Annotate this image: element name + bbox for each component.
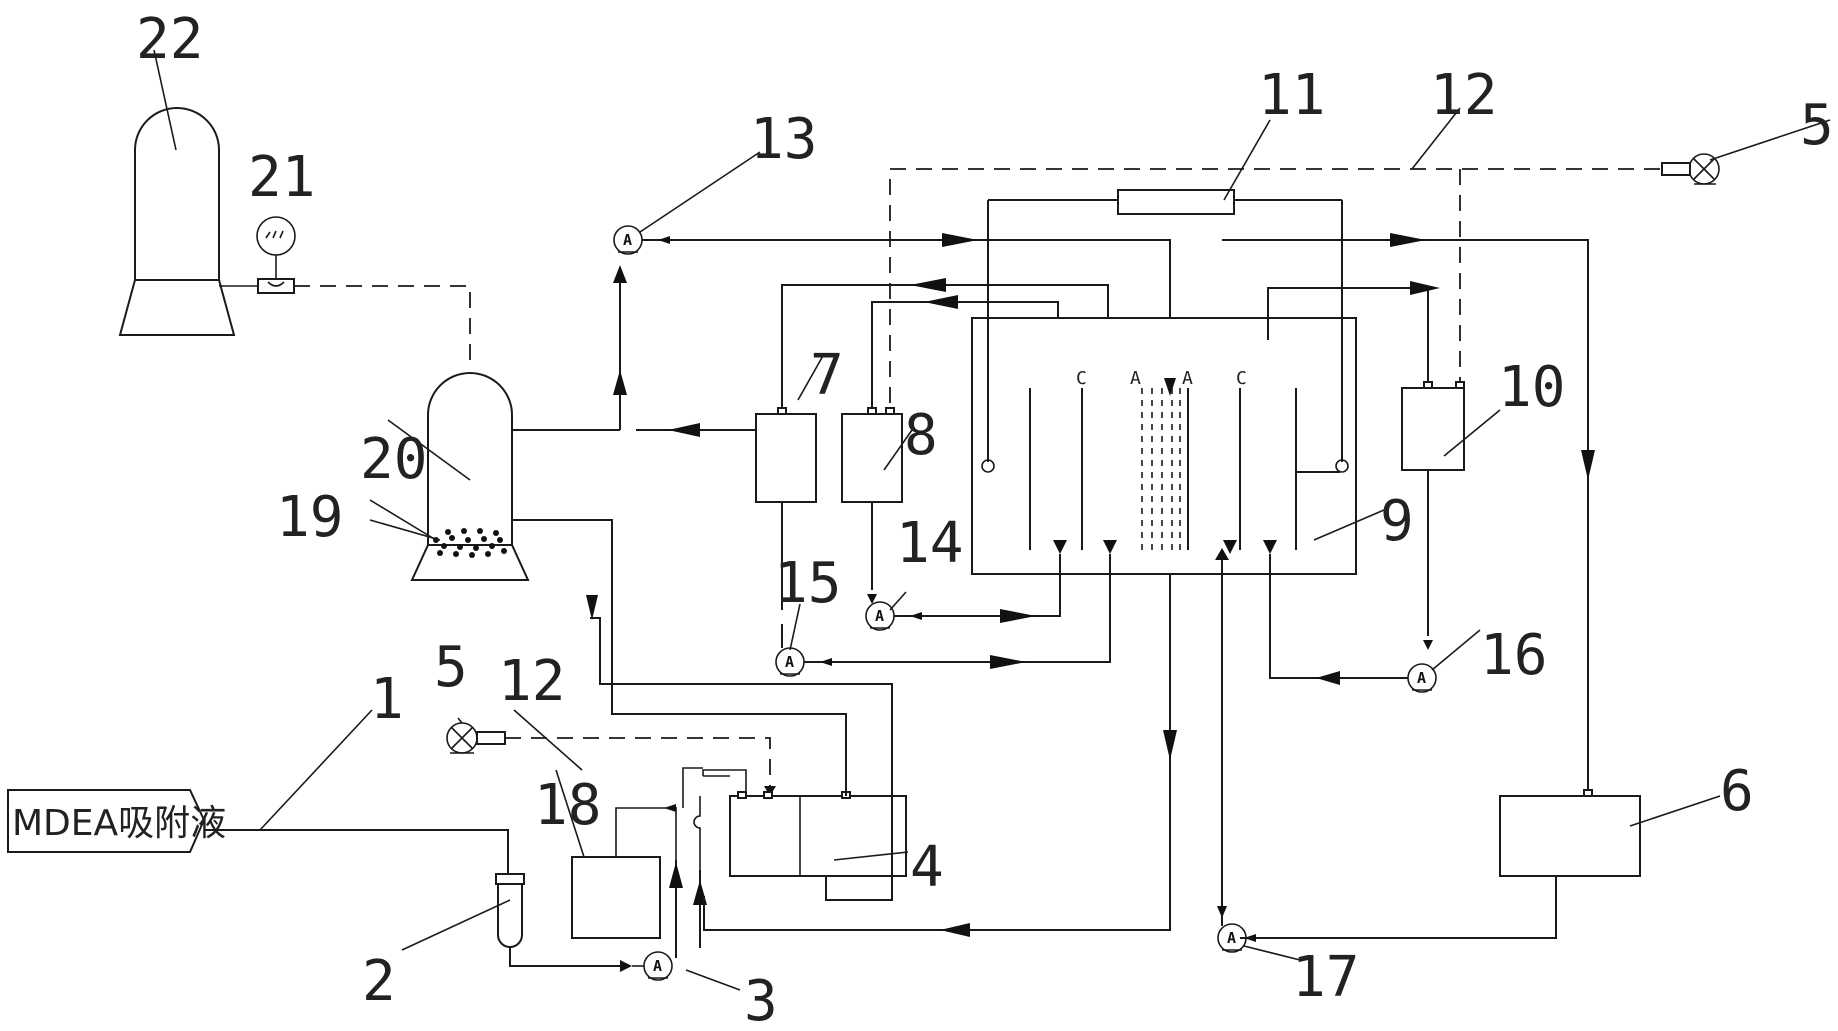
label-16: 16 bbox=[1480, 623, 1547, 688]
label-4: 4 bbox=[910, 835, 944, 900]
label-10: 10 bbox=[1498, 355, 1565, 420]
label-5-lower: 5 bbox=[434, 635, 468, 700]
label-6: 6 bbox=[1720, 759, 1754, 824]
svg-text:A: A bbox=[875, 607, 884, 625]
svg-text:A: A bbox=[623, 231, 632, 249]
filter-2 bbox=[495, 873, 525, 948]
label-22: 22 bbox=[136, 7, 203, 72]
label-13: 13 bbox=[750, 107, 817, 172]
pump-15: A bbox=[775, 647, 805, 677]
label-8: 8 bbox=[904, 403, 938, 468]
label-5-upper: 5 bbox=[1800, 93, 1834, 158]
electrolysis-cell-9: C A A C bbox=[971, 317, 1357, 575]
tank-18 bbox=[571, 856, 661, 939]
flow-meter-21 bbox=[219, 216, 296, 294]
label-12-lower: 12 bbox=[498, 649, 565, 714]
label-3: 3 bbox=[744, 969, 778, 1031]
inlet-label: MDEA吸附液 bbox=[12, 803, 226, 844]
svg-text:A: A bbox=[1130, 368, 1141, 389]
fan-5-upper bbox=[1661, 153, 1720, 185]
mdea-inlet-1: MDEA吸附液 bbox=[7, 789, 226, 853]
tank-6 bbox=[1499, 789, 1641, 877]
label-9: 9 bbox=[1380, 489, 1414, 554]
svg-text:C: C bbox=[1236, 368, 1247, 389]
svg-text:A: A bbox=[1227, 929, 1236, 947]
pump-17: A bbox=[1217, 923, 1247, 953]
tank-10 bbox=[1401, 381, 1465, 471]
label-20: 20 bbox=[360, 427, 427, 492]
pump-13: A bbox=[613, 225, 643, 255]
tank-8 bbox=[841, 407, 903, 503]
tank-7 bbox=[755, 407, 817, 503]
unit-11 bbox=[1117, 189, 1235, 215]
label-1: 1 bbox=[370, 667, 404, 732]
label-11: 11 bbox=[1258, 63, 1325, 128]
svg-text:A: A bbox=[1417, 669, 1426, 687]
svg-text:A: A bbox=[785, 653, 794, 671]
svg-text:A: A bbox=[653, 957, 662, 975]
label-18: 18 bbox=[534, 773, 601, 838]
fan-5-lower bbox=[446, 722, 506, 754]
label-21: 21 bbox=[248, 145, 315, 210]
pump-14: A bbox=[865, 601, 895, 631]
label-12-upper: 12 bbox=[1430, 63, 1497, 128]
label-15: 15 bbox=[774, 551, 841, 616]
label-14: 14 bbox=[896, 511, 963, 576]
svg-text:A: A bbox=[1182, 368, 1193, 389]
pump-16: A bbox=[1407, 663, 1437, 693]
label-2: 2 bbox=[362, 949, 396, 1014]
svg-text:C: C bbox=[1076, 368, 1087, 389]
label-19: 19 bbox=[276, 485, 343, 550]
storage-tank-22 bbox=[118, 107, 236, 336]
label-17: 17 bbox=[1292, 945, 1359, 1010]
absorption-column-20 bbox=[410, 372, 530, 581]
tank-4 bbox=[729, 791, 907, 877]
label-7: 7 bbox=[810, 343, 844, 408]
pump-3: A bbox=[643, 951, 673, 981]
